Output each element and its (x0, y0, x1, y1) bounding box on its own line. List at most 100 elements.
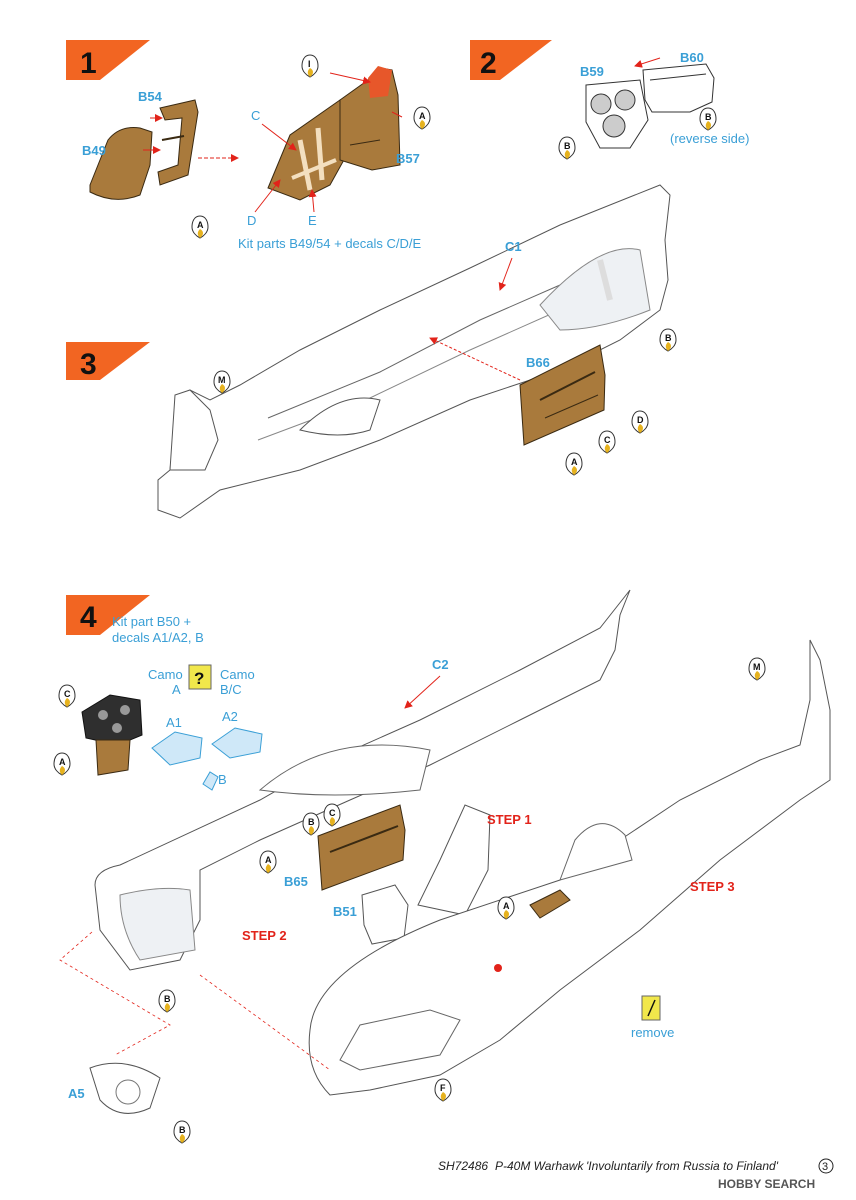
fuselage-half-c1 (157, 184, 671, 519)
decal-b-label: B (218, 772, 227, 787)
svg-text:A: A (197, 220, 204, 230)
decal-e-label: E (308, 213, 317, 228)
decal-a2 (211, 727, 263, 759)
step-4: 4 Kit part B50 + decals A1/A2, B Camo A … (53, 589, 831, 1144)
part-b49-label: B49 (82, 143, 106, 158)
step-3-banner (66, 342, 150, 380)
svg-text:A: A (419, 111, 426, 121)
step-3-number: 3 (80, 348, 97, 381)
sidewall-b65 (317, 804, 406, 891)
paint-callout-a-5: A (259, 850, 277, 874)
svg-text:A: A (571, 457, 578, 467)
svg-text:I: I (308, 59, 311, 69)
part-b59-label: B59 (580, 64, 604, 79)
part-b60-label: B60 (680, 50, 704, 65)
paint-callout-b-4: B (302, 812, 320, 836)
paint-callout-m-1: M (213, 370, 231, 394)
step-1-ref: STEP 1 (487, 812, 532, 827)
page-number: 3 (822, 1161, 828, 1173)
decal-a2-label: A2 (222, 709, 238, 724)
paint-callout-b-2: B (699, 107, 717, 131)
footer: SH72486 P-40M Warhawk 'Involuntarily fro… (438, 1158, 834, 1191)
paint-callout-d: D (631, 410, 649, 434)
part-c2-label: C2 (432, 657, 449, 672)
paint-callout-b-1: B (558, 136, 576, 160)
part-b60 (642, 63, 715, 113)
camo-right-line2: B/C (220, 682, 242, 697)
part-a5 (89, 1062, 161, 1114)
part-c1-label: C1 (505, 239, 522, 254)
remove-label: remove (631, 1025, 674, 1040)
page-number-circle (818, 1158, 834, 1174)
camo-left-line2: A (172, 682, 181, 697)
footer-title: P-40M Warhawk (495, 1159, 584, 1173)
step-1-note: Kit parts B49/54 + decals C/D/E (238, 236, 422, 251)
step-1-banner (66, 40, 150, 80)
svg-text:C: C (604, 435, 611, 445)
svg-text:?: ? (194, 669, 204, 688)
paint-callout-b-3: B (659, 328, 677, 352)
paint-callout-c-1: C (598, 430, 616, 454)
paint-callout-a-4: A (53, 752, 71, 776)
svg-text:B: B (179, 1125, 186, 1135)
svg-text:M: M (218, 375, 226, 385)
step-2-banner (470, 40, 552, 80)
paint-callout-a-6: A (497, 896, 515, 920)
paint-callout-f: F (434, 1078, 452, 1102)
step-2: 2 B59 B60 B B (reverse side) (470, 40, 749, 160)
decal-a1-label: A1 (166, 715, 182, 730)
paint-callout-b-5: B (158, 989, 176, 1013)
svg-text:B: B (705, 112, 712, 122)
decal-d-label: D (247, 213, 256, 228)
camo-question-icon (188, 664, 212, 690)
svg-text:C: C (329, 808, 336, 818)
part-b51-label: B51 (333, 904, 357, 919)
sidewall-b66 (519, 344, 606, 446)
watermark: HOBBY SEARCH (718, 1177, 815, 1191)
svg-text:D: D (637, 415, 644, 425)
svg-text:B: B (164, 994, 171, 1004)
decal-a1 (151, 731, 203, 766)
instrument-panel-b50 (81, 694, 143, 746)
step-1: 1 B54 B49 A C D E B57 I (66, 40, 431, 251)
svg-text:B: B (564, 141, 571, 151)
part-b65-label: B65 (284, 874, 308, 889)
part-a5-label: A5 (68, 1086, 85, 1101)
step-4-number: 4 (80, 601, 97, 634)
paint-callout-a-2: A (413, 106, 431, 130)
svg-text:C: C (64, 689, 71, 699)
paint-callout-c-3: C (323, 803, 341, 827)
step-4-banner (66, 595, 150, 635)
paint-callout-m-2: M (748, 657, 766, 681)
decal-b-shape (202, 771, 219, 791)
svg-text:A: A (503, 901, 510, 911)
step-1-number: 1 (80, 47, 97, 80)
paint-callout-b-6: B (173, 1120, 191, 1144)
paint-callout-i: I (301, 54, 319, 78)
step-3-ref: STEP 3 (690, 879, 735, 894)
frame-b54 (157, 99, 199, 186)
fuselage-assembled (308, 639, 831, 1096)
svg-text:A: A (59, 757, 66, 767)
footer-code: SH72486 (438, 1159, 488, 1173)
seat-step1 (417, 804, 491, 916)
svg-text:B: B (665, 333, 672, 343)
step-2-note: (reverse side) (670, 131, 749, 146)
svg-text:M: M (753, 662, 761, 672)
svg-text:F: F (440, 1083, 446, 1093)
paint-callout-a-3: A (565, 452, 583, 476)
part-b51 (361, 884, 409, 945)
camo-right-line1: Camo (220, 667, 255, 682)
part-b59 (585, 79, 649, 149)
step-4-note-line1: Kit part B50 + (112, 614, 191, 629)
paint-callout-a-1: A (191, 215, 209, 239)
decal-c-label: C (251, 108, 260, 123)
camo-left-line1: Camo (148, 667, 183, 682)
paint-callout-c-2: C (58, 684, 76, 708)
svg-text:B: B (308, 817, 315, 827)
step-2-number: 2 (480, 47, 497, 80)
step-2-ref: STEP 2 (242, 928, 287, 943)
part-b66-label: B66 (526, 355, 550, 370)
part-b57-label: B57 (396, 151, 420, 166)
